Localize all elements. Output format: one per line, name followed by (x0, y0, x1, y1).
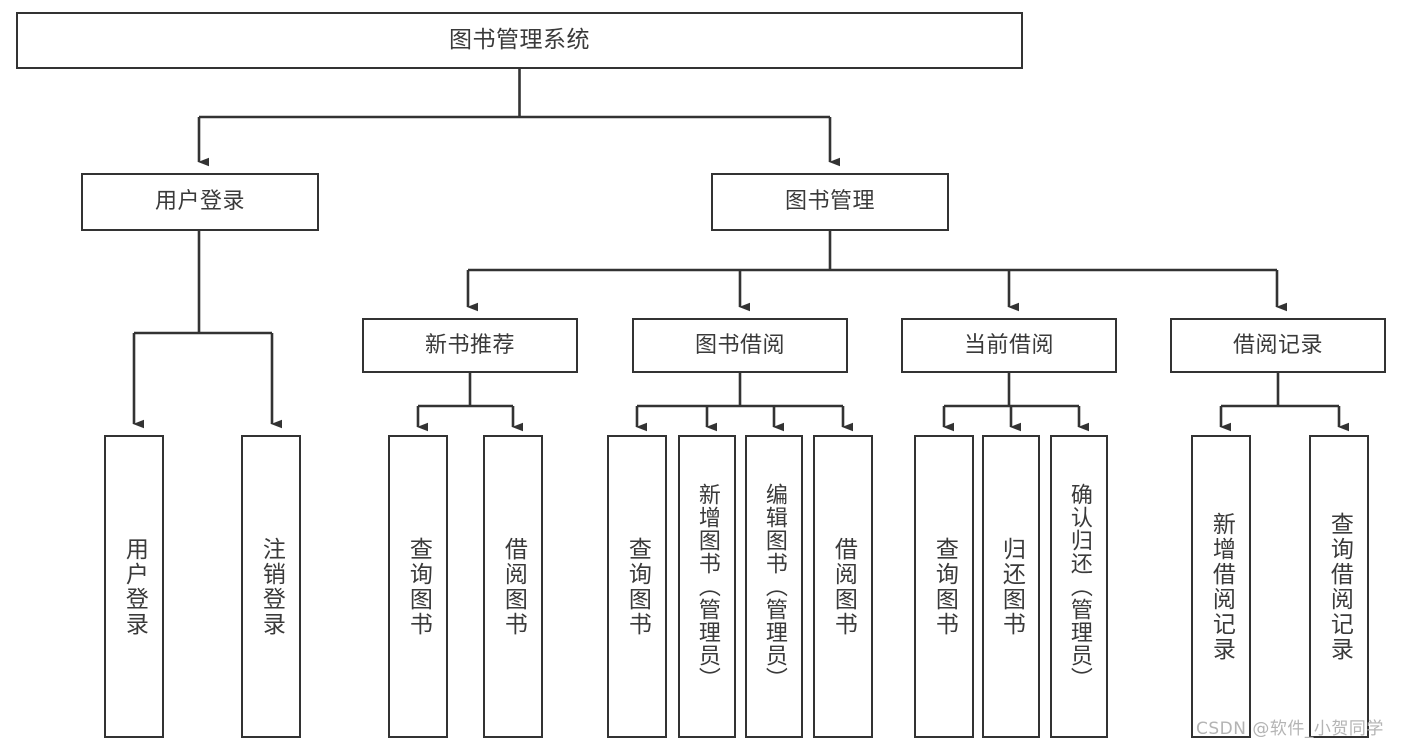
node-current-borrow[interactable]: 当前借阅 (901, 318, 1117, 373)
node-book-management-label: 图书管理 (784, 189, 875, 215)
node-leaf-edit-book-admin-label: 编辑图书（管理员） (761, 483, 787, 690)
node-leaf-query-book-2-label: 查询图书 (624, 536, 651, 637)
node-leaf-user-login-label: 用户登录 (121, 536, 148, 637)
node-book-borrow-label: 图书借阅 (694, 332, 785, 358)
node-borrow-record[interactable]: 借阅记录 (1170, 318, 1386, 373)
node-leaf-logout-login-label: 注销登录 (258, 536, 285, 637)
node-leaf-borrow-book-1-label: 借阅图书 (500, 536, 527, 637)
node-leaf-query-book-1-label: 查询图书 (405, 536, 432, 637)
node-leaf-borrow-book-2[interactable]: 借阅图书 (813, 435, 873, 738)
node-leaf-logout-login[interactable]: 注销登录 (241, 435, 301, 738)
node-leaf-borrow-book-1[interactable]: 借阅图书 (483, 435, 543, 738)
node-leaf-add-book-admin[interactable]: 新增图书（管理员） (678, 435, 736, 738)
node-root-label: 图书管理系统 (449, 27, 590, 54)
node-book-borrow[interactable]: 图书借阅 (632, 318, 848, 373)
node-leaf-borrow-book-2-label: 借阅图书 (830, 536, 857, 637)
node-leaf-add-borrow-record[interactable]: 新增借阅记录 (1191, 435, 1251, 738)
node-new-book-recommend-label: 新书推荐 (424, 332, 515, 358)
node-leaf-query-book-3[interactable]: 查询图书 (914, 435, 974, 738)
node-leaf-edit-book-admin[interactable]: 编辑图书（管理员） (745, 435, 803, 738)
node-borrow-record-label: 借阅记录 (1232, 332, 1323, 358)
node-leaf-add-book-admin-label: 新增图书（管理员） (694, 483, 720, 690)
node-root[interactable]: 图书管理系统 (16, 12, 1023, 69)
watermark-text: CSDN @软件_小贺同学 (1196, 719, 1384, 739)
node-user-login-label: 用户登录 (154, 189, 245, 215)
node-leaf-confirm-return-admin[interactable]: 确认归还（管理员） (1050, 435, 1108, 738)
node-book-management[interactable]: 图书管理 (711, 173, 949, 231)
node-leaf-query-book-1[interactable]: 查询图书 (388, 435, 448, 738)
node-leaf-query-borrow-record[interactable]: 查询借阅记录 (1309, 435, 1369, 738)
node-leaf-user-login[interactable]: 用户登录 (104, 435, 164, 738)
node-leaf-query-book-2[interactable]: 查询图书 (607, 435, 667, 738)
node-current-borrow-label: 当前借阅 (963, 332, 1054, 358)
node-user-login[interactable]: 用户登录 (81, 173, 319, 231)
node-leaf-query-book-3-label: 查询图书 (931, 536, 958, 637)
node-leaf-query-borrow-record-label: 查询借阅记录 (1326, 511, 1353, 662)
node-leaf-return-book-label: 归还图书 (998, 536, 1025, 637)
node-leaf-return-book[interactable]: 归还图书 (982, 435, 1040, 738)
node-leaf-confirm-return-admin-label: 确认归还（管理员） (1066, 483, 1092, 690)
node-new-book-recommend[interactable]: 新书推荐 (362, 318, 578, 373)
node-leaf-add-borrow-record-label: 新增借阅记录 (1208, 511, 1235, 662)
